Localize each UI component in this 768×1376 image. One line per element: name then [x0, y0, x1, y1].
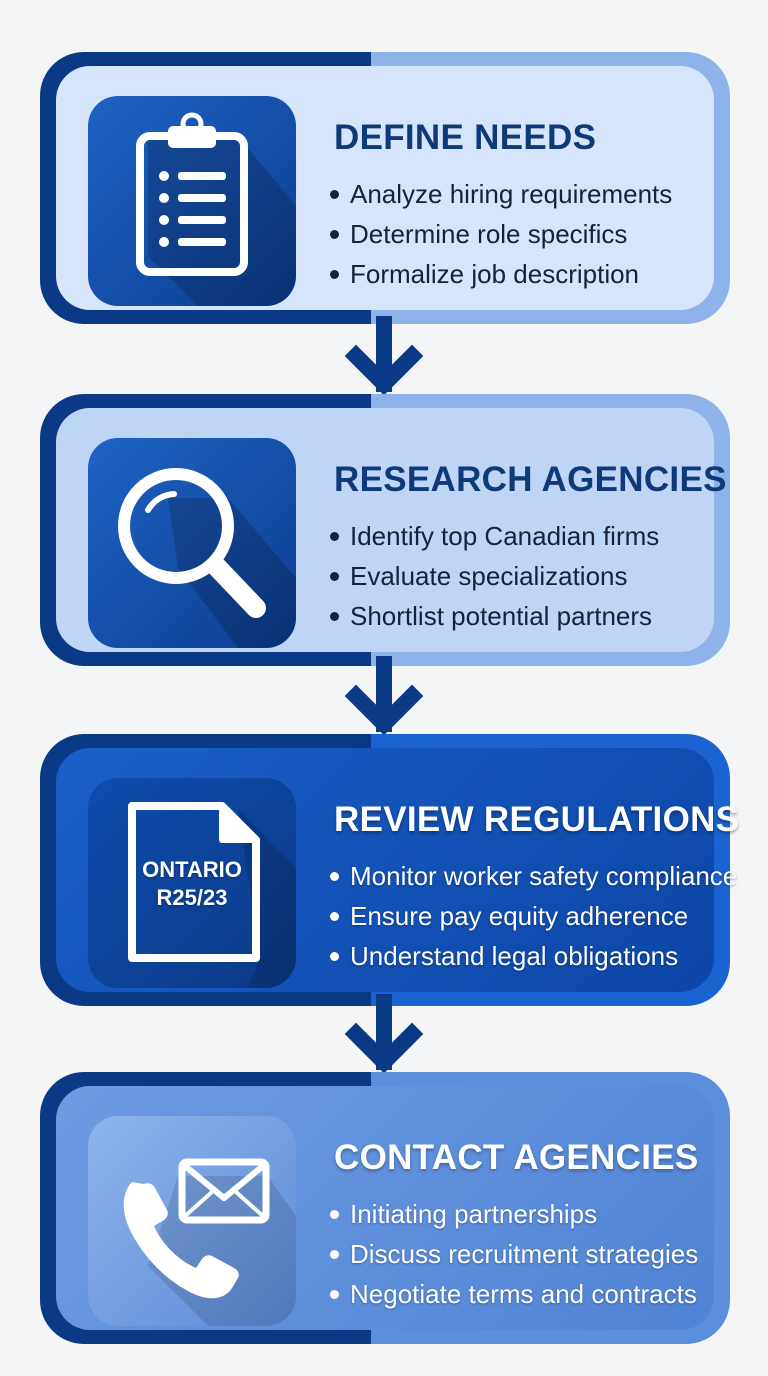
step-title: RESEARCH AGENCIES [334, 460, 727, 499]
step-title: DEFINE NEEDS [334, 118, 597, 157]
bullet-item: Evaluate specializations [328, 556, 659, 596]
bullet-item: Shortlist potential partners [328, 596, 659, 636]
step-title: CONTACT AGENCIES [334, 1138, 699, 1177]
bullet-item: Discuss recruitment strategies [328, 1234, 698, 1274]
step-card: CONTACT AGENCIES Initiating partnerships… [56, 1086, 714, 1330]
down-arrow-icon [344, 994, 424, 1074]
bullet-item: Initiating partnerships [328, 1194, 698, 1234]
bullet-item: Analyze hiring requirements [328, 174, 672, 214]
clipboard-icon [88, 96, 296, 306]
step-bullets: Identify top Canadian firms Evaluate spe… [328, 516, 659, 636]
bullet-item: Identify top Canadian firms [328, 516, 659, 556]
step-contact-agencies: CONTACT AGENCIES Initiating partnerships… [40, 1072, 730, 1344]
bullet-item: Negotiate terms and contracts [328, 1274, 698, 1314]
document-label: R25/23 [156, 885, 228, 910]
bullet-item: Ensure pay equity adherence [328, 896, 737, 936]
step-card: RESEARCH AGENCIES Identify top Canadian … [56, 408, 726, 652]
document-label: ONTARIO [142, 857, 242, 882]
step-bullets: Analyze hiring requirements Determine ro… [328, 174, 672, 294]
step-card: ONTARIO R25/23 REVIEW REGULATIONS Monito… [56, 748, 739, 992]
document-icon: ONTARIO R25/23 [88, 778, 296, 988]
down-arrow-icon [344, 656, 424, 736]
bullet-item: Monitor worker safety compliance [328, 856, 737, 896]
step-research-agencies: RESEARCH AGENCIES Identify top Canadian … [40, 394, 730, 666]
step-card: DEFINE NEEDS Analyze hiring requirements… [56, 66, 714, 310]
magnifying-glass-icon [88, 438, 296, 648]
bullet-item: Understand legal obligations [328, 936, 737, 976]
phone-envelope-icon [88, 1116, 296, 1326]
step-review-regulations: ONTARIO R25/23 REVIEW REGULATIONS Monito… [40, 734, 739, 1006]
step-bullets: Monitor worker safety compliance Ensure … [328, 856, 737, 976]
down-arrow-icon [344, 316, 424, 396]
step-title: REVIEW REGULATIONS [334, 800, 740, 839]
step-bullets: Initiating partnerships Discuss recruitm… [328, 1194, 698, 1314]
bullet-item: Formalize job description [328, 254, 672, 294]
step-define-needs: DEFINE NEEDS Analyze hiring requirements… [40, 52, 730, 324]
bullet-item: Determine role specifics [328, 214, 672, 254]
